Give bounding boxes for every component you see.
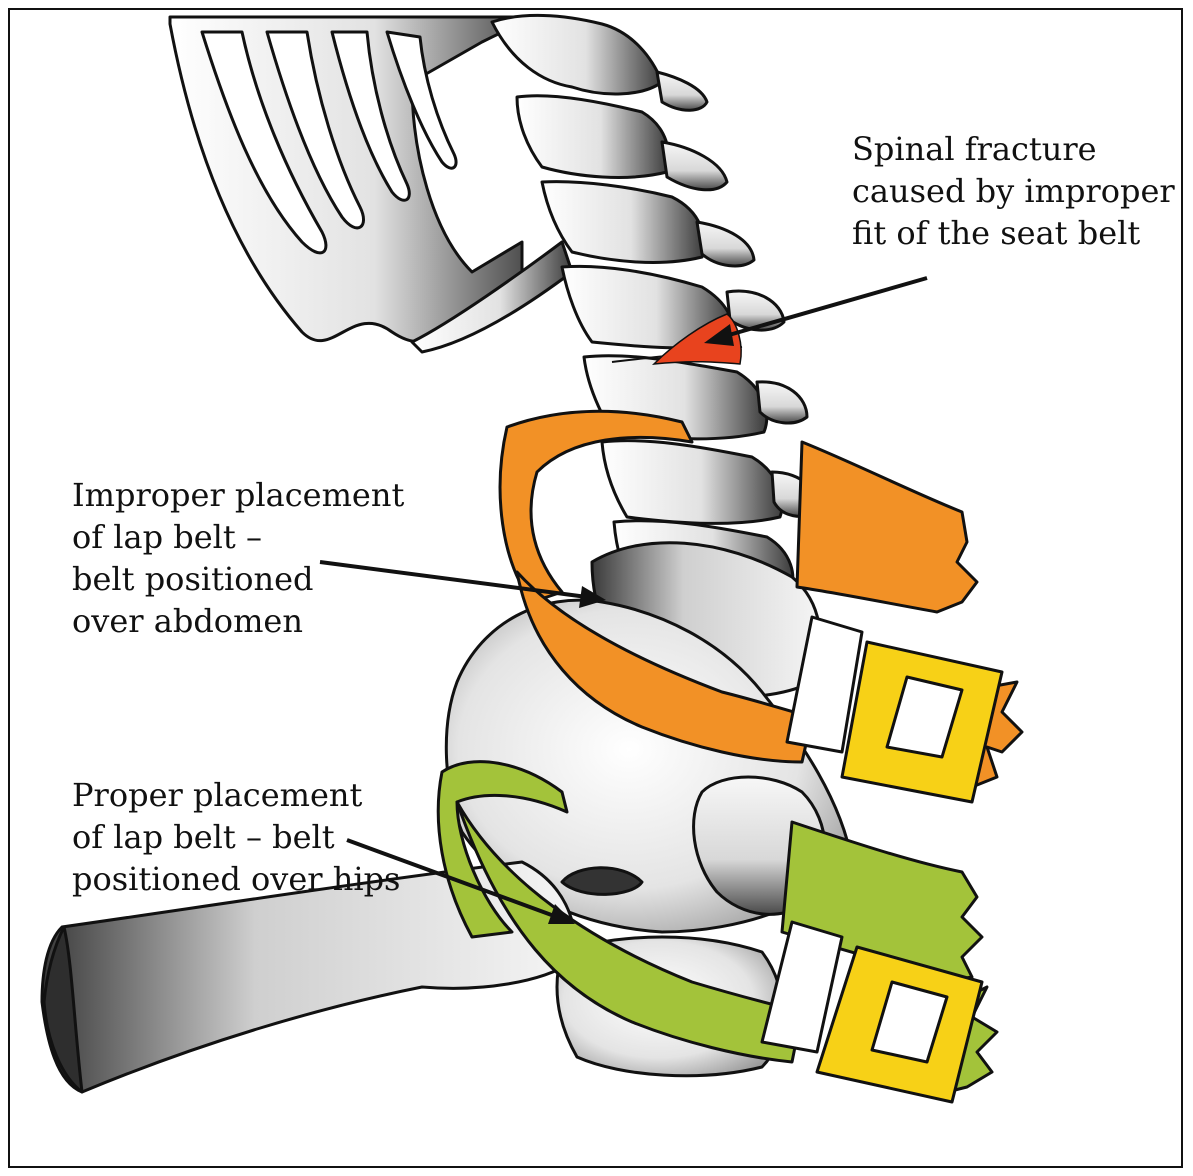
proper-placement-label: Proper placement of lap belt – belt posi… (72, 774, 400, 900)
vertebra-t2 (517, 96, 669, 178)
fracture-label: Spinal fracture caused by improper fit o… (852, 128, 1175, 254)
vertebra-t1 (492, 15, 662, 94)
process-t3 (697, 222, 754, 266)
improper-placement-label: Improper placement of lap belt – belt po… (72, 474, 404, 642)
process-t2 (662, 142, 727, 190)
rib-cage (170, 17, 572, 352)
process-t1 (657, 72, 707, 110)
vertebra-l3 (602, 441, 782, 524)
diagram-frame: Spinal fracture caused by improper fit o… (8, 8, 1183, 1168)
improper-belt-right-strap (797, 442, 977, 612)
spine (492, 15, 818, 599)
process-l2 (757, 382, 807, 423)
